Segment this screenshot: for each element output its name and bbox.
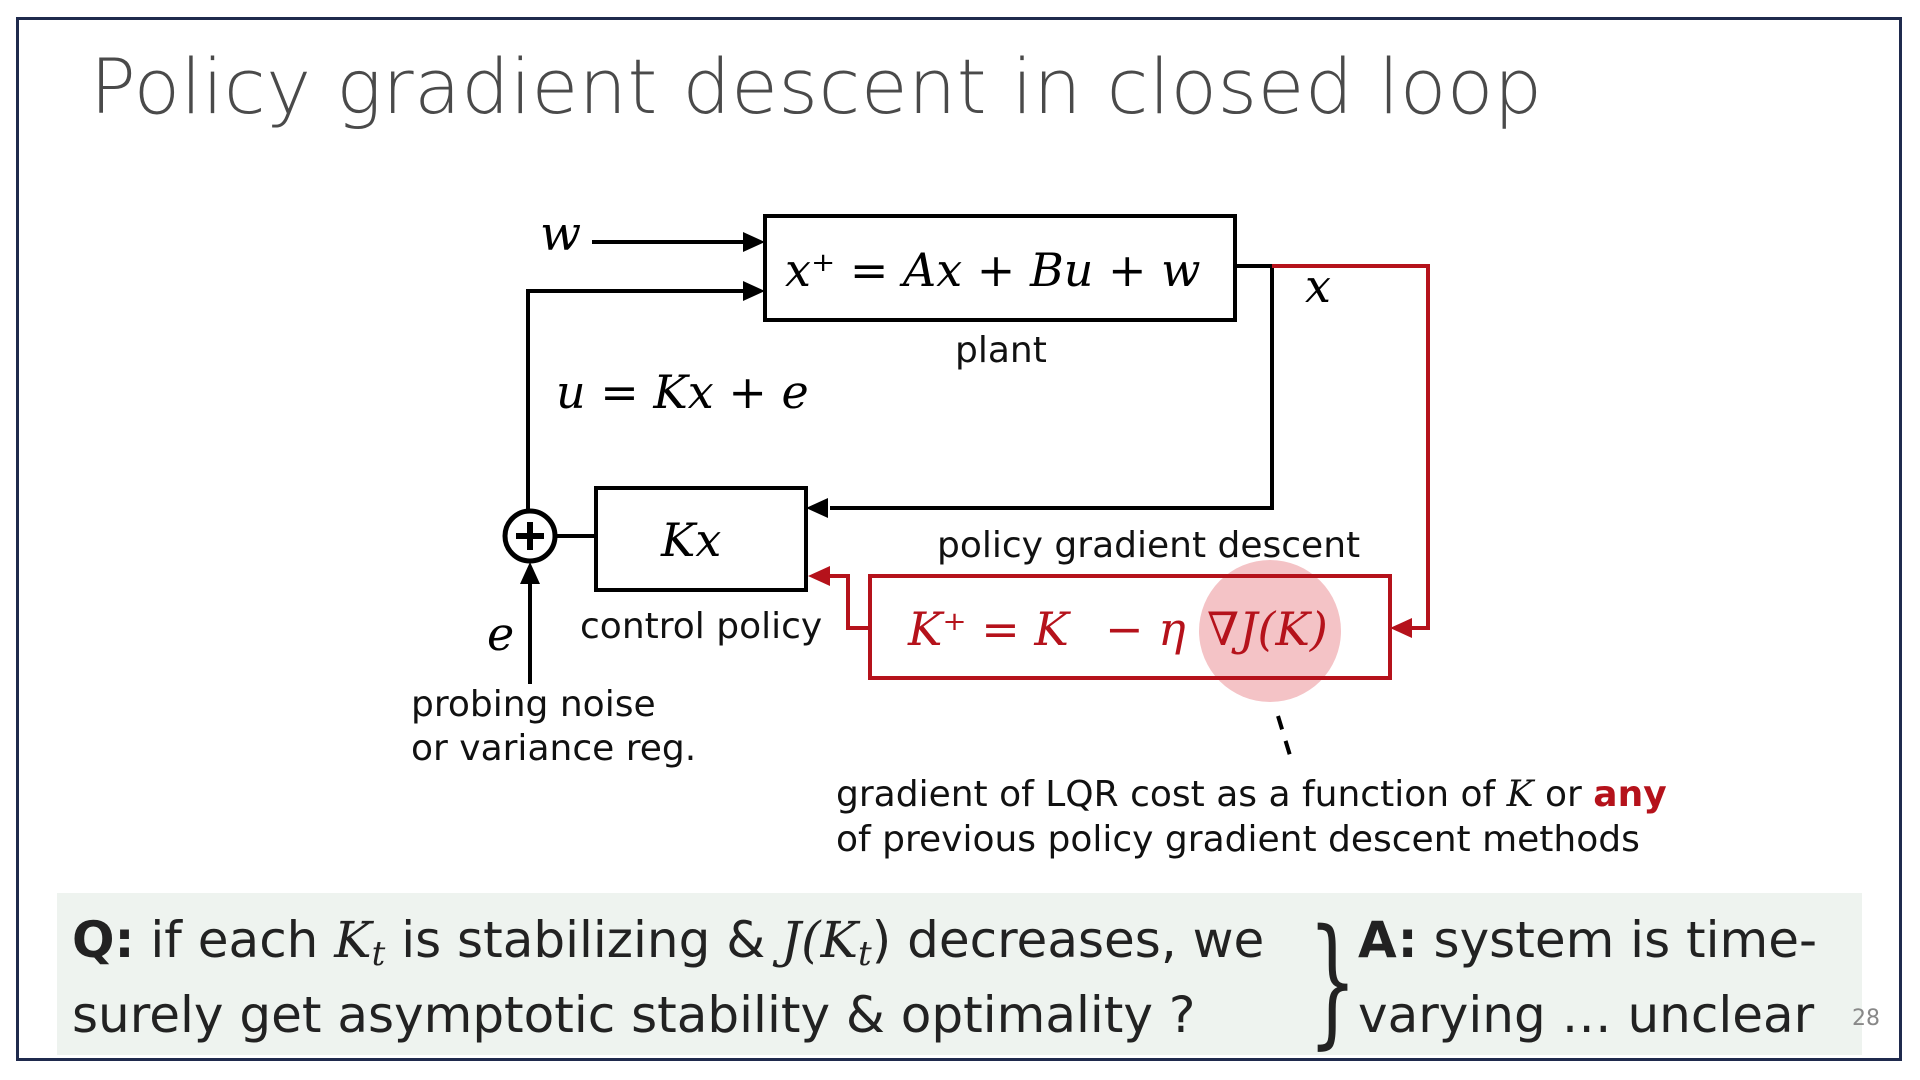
slide-title: Policy gradient descent in closed loop <box>90 42 1543 131</box>
page-number: 28 <box>1852 1006 1880 1031</box>
gradient-pointer <box>1276 715 1294 763</box>
pgd-equation-part3: ∇J(K) <box>1207 602 1328 656</box>
input-line <box>526 289 745 512</box>
policy-box <box>594 486 808 592</box>
plant-equation: x⁺ = Ax + Bu + w <box>785 243 1201 297</box>
input-arrowhead <box>743 281 765 301</box>
noise-label-1: probing noise <box>411 684 656 725</box>
noise-label-2: or variance reg. <box>411 728 696 769</box>
question-line-2: surely get asymptotic stability & optima… <box>72 986 1196 1044</box>
pgd-equation-part1: K⁺ = K <box>907 602 1071 656</box>
state-to-pgd-arrowhead <box>1390 618 1412 638</box>
state-feedback-line <box>830 264 1274 510</box>
gradient-note-line2: of previous policy gradient descent meth… <box>836 819 1640 860</box>
state-to-pgd-line <box>1272 264 1430 630</box>
noise-symbol: e <box>487 607 514 661</box>
slide-border <box>16 17 1902 1061</box>
disturbance-arrowhead <box>743 232 765 252</box>
policy-equation: Kx <box>660 513 721 567</box>
policy-label: control policy <box>580 606 822 647</box>
gradient-highlight <box>1199 560 1341 702</box>
question-line-1: Q: if each Kt is stabilizing & J(Kt) dec… <box>72 911 1265 974</box>
state-feedback-arrowhead <box>806 498 828 518</box>
answer-label: A: <box>1358 911 1418 969</box>
plant-label: plant <box>955 330 1047 371</box>
curly-brace: } <box>1308 900 1358 1063</box>
pgd-to-policy-line <box>830 574 870 630</box>
noise-arrowhead <box>520 562 540 584</box>
answer-line-1: A: system is time- <box>1358 911 1818 969</box>
qa-panel <box>57 893 1862 1055</box>
question-label: Q: <box>72 911 135 969</box>
disturbance-symbol: w <box>540 206 581 262</box>
pgd-label: policy gradient descent <box>937 525 1360 566</box>
gradient-note-line1: gradient of LQR cost as a function of K … <box>836 774 1667 815</box>
answer-line-2: varying … unclear <box>1358 986 1815 1044</box>
pgd-equation-part2: − η <box>1105 602 1186 656</box>
pgd-to-policy-arrowhead <box>808 566 830 586</box>
input-equation: u = Kx + e <box>556 365 809 419</box>
